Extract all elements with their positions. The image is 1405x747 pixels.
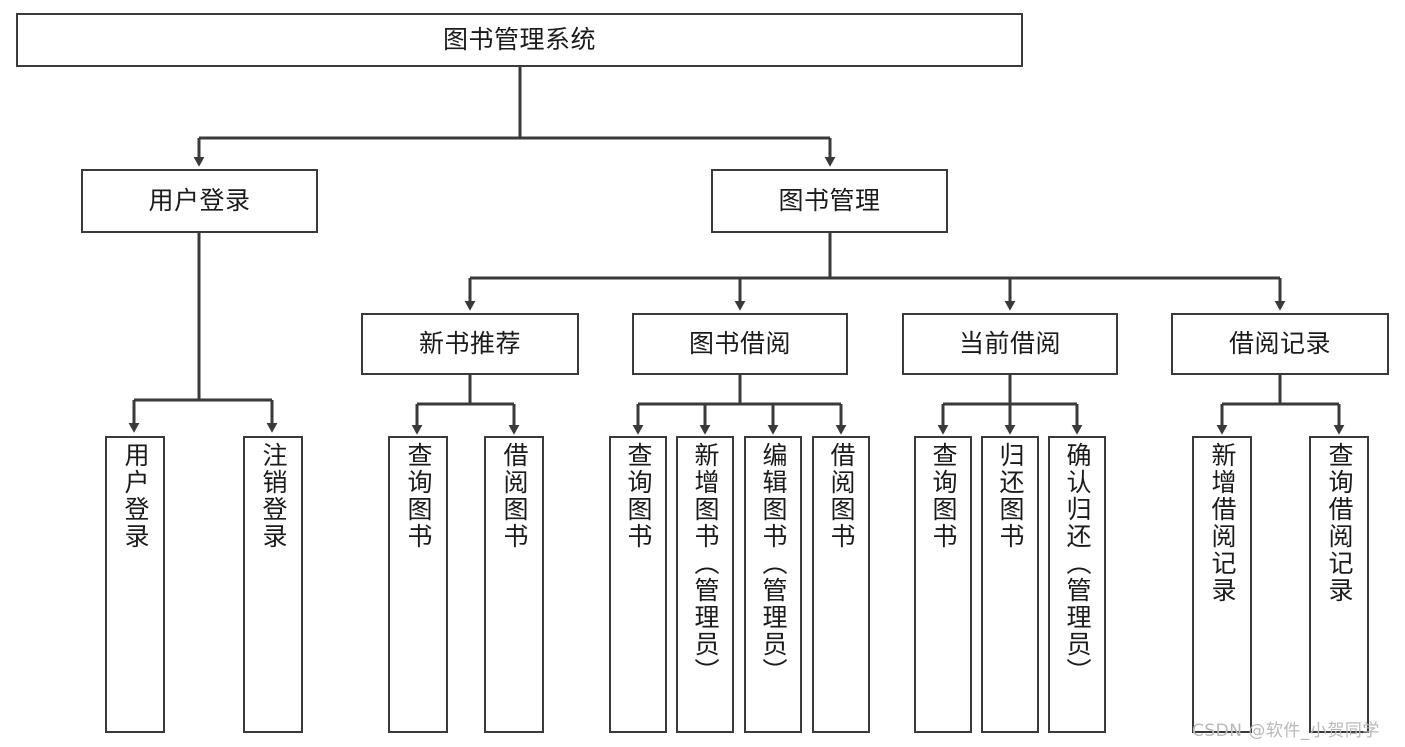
leaf-edit-book-admin[interactable]: 编辑图书（管理员） xyxy=(744,436,802,733)
leaf-add-borrow-record[interactable]: 新增借阅记录 xyxy=(1192,436,1252,733)
leaf-query-book-recommend[interactable]: 查询图书 xyxy=(388,436,448,733)
node-label: 图书管理系统 xyxy=(442,25,596,55)
csdn-watermark: CSDN @软件_小贺同学 xyxy=(1192,721,1380,741)
leaf-query-book-borrow[interactable]: 查询图书 xyxy=(609,436,667,733)
leaf-label: 新增借阅记录 xyxy=(1208,442,1237,604)
leaf-label: 编辑图书（管理员） xyxy=(759,442,788,685)
leaf-label: 归还图书 xyxy=(996,442,1025,550)
leaf-label: 借阅图书 xyxy=(500,442,529,550)
leaf-label: 用户登录 xyxy=(121,442,150,550)
leaf-label: 确认归还（管理员） xyxy=(1063,442,1092,685)
leaf-confirm-return-admin[interactable]: 确认归还（管理员） xyxy=(1048,436,1106,733)
node-root-book-management-system[interactable]: 图书管理系统 xyxy=(16,13,1023,67)
node-borrow-record[interactable]: 借阅记录 xyxy=(1171,313,1389,375)
node-new-book-recommend[interactable]: 新书推荐 xyxy=(361,313,579,375)
leaf-label: 查询图书 xyxy=(624,442,653,550)
leaf-label: 查询借阅记录 xyxy=(1325,442,1354,604)
node-user-login[interactable]: 用户登录 xyxy=(81,169,318,233)
leaf-label: 借阅图书 xyxy=(827,442,856,550)
node-label: 用户登录 xyxy=(148,186,251,216)
node-current-borrow[interactable]: 当前借阅 xyxy=(902,313,1118,375)
leaf-user-login[interactable]: 用户登录 xyxy=(105,436,165,733)
leaf-add-book-admin[interactable]: 新增图书（管理员） xyxy=(676,436,734,733)
leaf-return-book[interactable]: 归还图书 xyxy=(981,436,1039,733)
node-book-borrow[interactable]: 图书借阅 xyxy=(632,313,848,375)
leaf-query-book-current[interactable]: 查询图书 xyxy=(914,436,972,733)
leaf-borrow-book[interactable]: 借阅图书 xyxy=(812,436,870,733)
node-label: 图书管理 xyxy=(778,186,881,216)
leaf-label: 查询图书 xyxy=(404,442,433,550)
leaf-logout-login[interactable]: 注销登录 xyxy=(243,436,303,733)
node-book-management[interactable]: 图书管理 xyxy=(711,169,948,233)
node-label: 新书推荐 xyxy=(418,329,521,359)
leaf-borrow-book-recommend[interactable]: 借阅图书 xyxy=(484,436,544,733)
node-label: 图书借阅 xyxy=(688,329,791,359)
node-label: 借阅记录 xyxy=(1228,329,1331,359)
leaf-label: 新增图书（管理员） xyxy=(691,442,720,685)
leaf-query-borrow-record[interactable]: 查询借阅记录 xyxy=(1309,436,1369,733)
node-label: 当前借阅 xyxy=(958,329,1061,359)
leaf-label: 注销登录 xyxy=(259,442,288,550)
leaf-label: 查询图书 xyxy=(929,442,958,550)
